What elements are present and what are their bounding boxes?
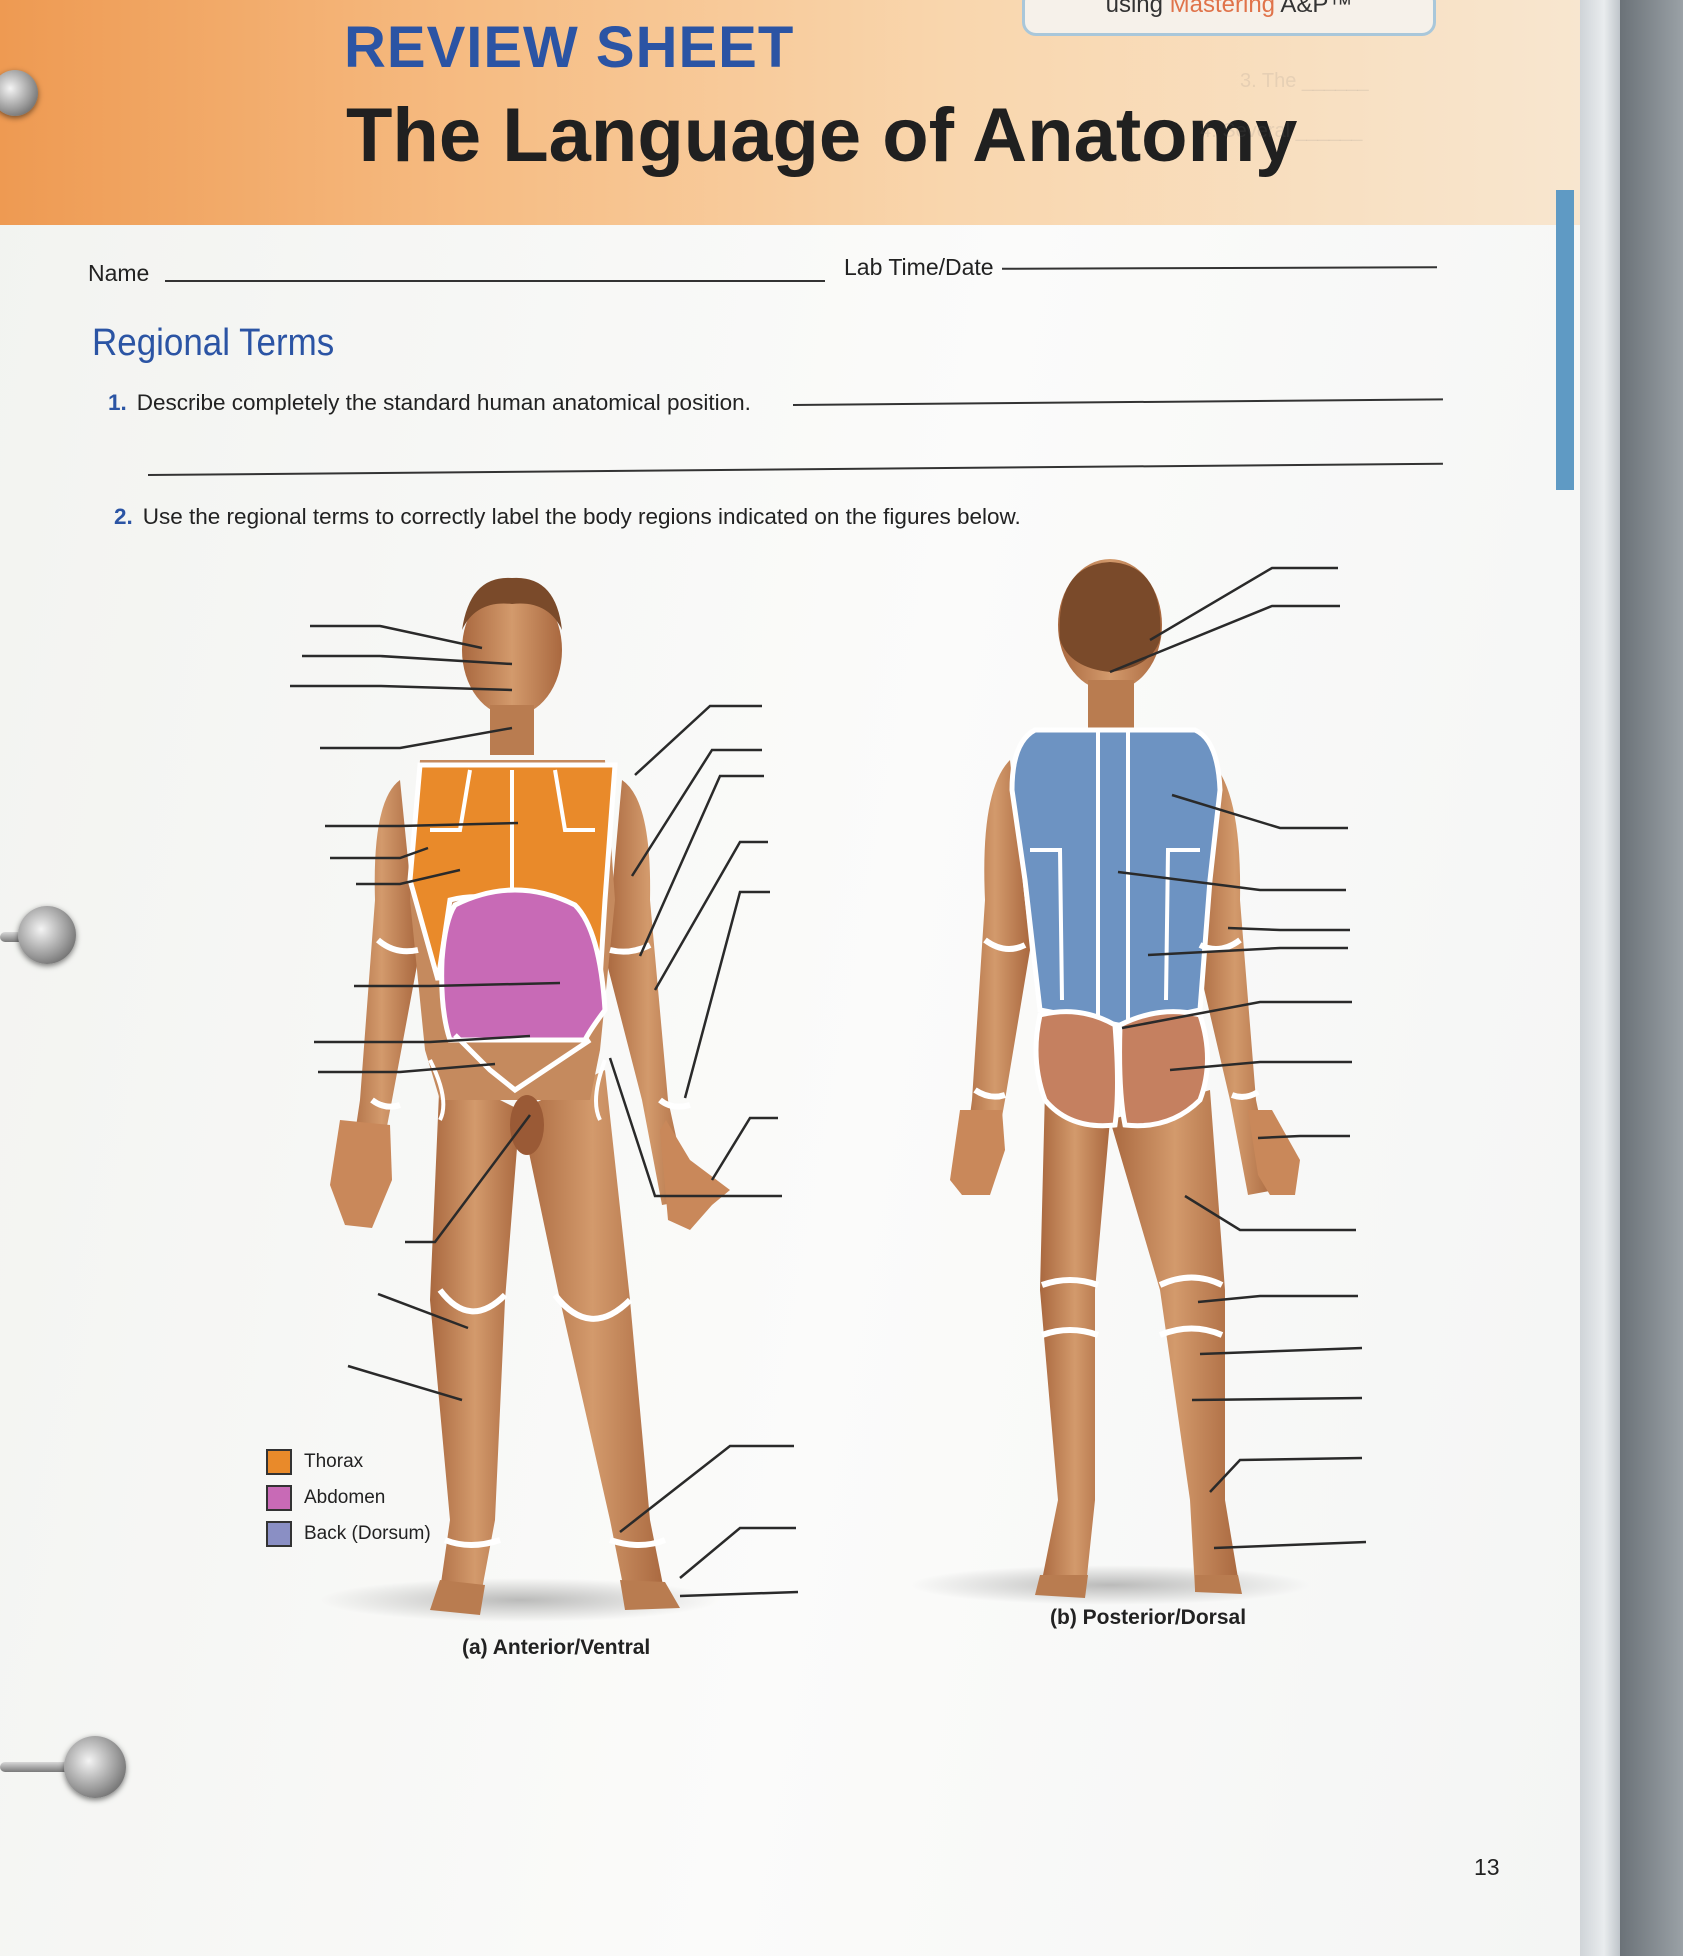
mastering-badge: using Mastering A&P™ [1022,0,1436,36]
mastering-prefix: using [1105,0,1170,18]
legend-label-back: Back (Dorsum) [304,1523,431,1544]
question-1: 1. Describe completely the standard human… [108,390,751,416]
question-2: 2. Use the regional terms to correctly la… [114,504,1021,530]
anterior-figure [320,577,730,1622]
anterior-genitals [510,1095,544,1155]
posterior-floor-shadow [910,1565,1310,1605]
anterior-head [462,584,562,716]
anterior-abdomen-region [439,887,608,1043]
worksheet-page: using Mastering A&P™ REVIEW SHEET The La… [0,0,1580,1956]
thorax-swatch [266,1449,292,1475]
anterior-right-leg [430,1070,520,1600]
posterior-figure [910,559,1310,1605]
anterior-leg-boundaries [437,1288,667,1548]
anterior-leader-lines-right [608,704,799,1598]
posterior-right-foot [1195,1575,1242,1594]
posterior-right-leg [1110,1090,1240,1590]
anterior-caption: (a) Anterior/Ventral [462,1636,651,1659]
legend-item-thorax: Thorax [266,1444,431,1480]
anterior-left-hand [660,1120,730,1230]
legend-label-abdomen: Abdomen [304,1487,386,1508]
show-through-text: 3. The ______ [1240,70,1369,92]
anterior-arm-boundaries [370,937,691,1110]
binder-ring-top [0,70,38,116]
page-title: The Language of Anatomy [346,93,1298,178]
review-sheet-label: REVIEW SHEET [344,15,795,80]
abdomen-swatch [266,1485,292,1511]
posterior-back-region [1009,727,1223,1028]
binder-ring-bar [0,1762,80,1772]
legend-item-back: Back (Dorsum) [266,1516,431,1552]
divider-tab-strip [1556,190,1574,490]
legend-label-thorax: Thorax [304,1451,364,1472]
posterior-left-arm [960,760,1030,1195]
section-heading: Regional Terms [92,322,335,364]
question-2-text: Use the regional terms to correctly labe… [142,504,1021,529]
posterior-leader-lines [1109,566,1367,1550]
body-region-figures [290,559,1367,1622]
lab-time-date-label: Lab Time/Date [844,254,994,280]
posterior-leg-boundaries [1040,1274,1224,1338]
posterior-right-gluteal [1117,1009,1210,1129]
anterior-thorax-lines [430,769,595,900]
anterior-inguinal-lines [428,1059,607,1121]
question-1-text: Describe completely the standard human a… [136,390,751,415]
page-edge [1580,0,1620,1956]
anterior-right-arm [345,780,418,1205]
anterior-pelvic-line [453,1033,592,1094]
anterior-right-hand [330,1120,392,1228]
legend-item-abdomen: Abdomen [266,1480,431,1516]
question-2-number: 2. [114,504,133,529]
anterior-leader-lines-left [290,624,561,1402]
show-through-text: 4. Several ______ [1200,120,1363,142]
anterior-right-foot [430,1580,485,1615]
posterior-right-hand [1248,1110,1300,1195]
anterior-left-foot [620,1580,680,1610]
posterior-arm-boundaries [973,937,1260,1100]
name-field[interactable] [165,280,825,282]
posterior-hair [1059,562,1161,672]
binder-ring-middle [18,906,76,964]
question-1-number: 1. [108,390,127,415]
posterior-left-foot [1035,1575,1088,1598]
posterior-left-leg [1040,1090,1110,1595]
background-surface [1620,0,1683,1956]
back-swatch [266,1521,292,1547]
mastering-suffix: A&P™ [1275,0,1353,18]
header-band [0,0,1580,225]
posterior-left-gluteal [1033,1009,1120,1129]
posterior-caption: (b) Posterior/Dorsal [1050,1606,1247,1629]
posterior-right-arm [1195,760,1275,1195]
posterior-back-lines [1030,730,1200,1025]
anterior-floor-shadow [320,1578,720,1622]
anterior-left-leg [520,1070,665,1595]
name-label: Name [88,260,150,286]
posterior-neck [1088,680,1134,730]
mastering-brand: Mastering [1169,0,1276,18]
binder-ring-bottom [64,1736,126,1798]
anterior-left-arm [606,780,690,1205]
region-legend: Thorax Abdomen Back (Dorsum) [266,1444,431,1552]
posterior-left-hand [950,1110,1005,1195]
anterior-hair [462,577,562,630]
page-number: 13 [1474,1854,1500,1880]
